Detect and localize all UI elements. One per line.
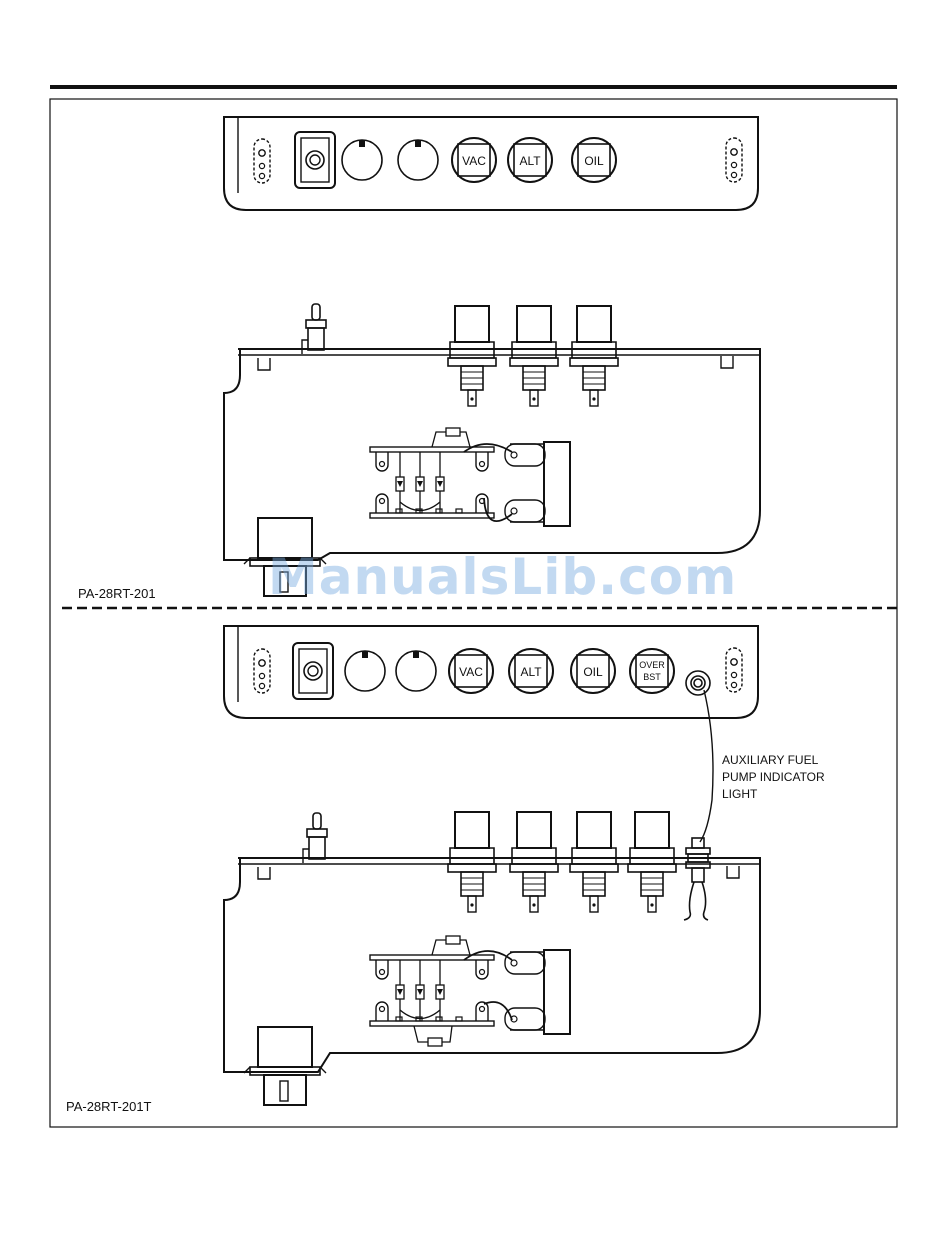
lamp-label-over: OVER xyxy=(639,660,665,670)
lamp-label-vac-bottom: VAC xyxy=(459,665,483,679)
model-label-bottom: PA-28RT-201T xyxy=(66,1099,152,1114)
aux-fuel-pump-light xyxy=(686,671,710,695)
model-label-top: PA-28RT-201 xyxy=(78,586,156,601)
callout-line-1: AUXILIARY FUEL xyxy=(722,752,862,769)
top-front-panel: VAC ALT OIL xyxy=(224,117,758,210)
bottom-front-panel: VAC ALT OIL OVER BST xyxy=(224,626,758,718)
lamp-label-bst: BST xyxy=(643,672,661,682)
figure-frame xyxy=(50,99,897,1127)
callout-leader xyxy=(700,690,713,842)
lamp-label-alt-top: ALT xyxy=(519,154,541,168)
lamp-label-vac-top: VAC xyxy=(462,154,486,168)
watermark: ManualsLib.com xyxy=(268,548,737,606)
aux-fuel-pump-callout: AUXILIARY FUEL PUMP INDICATOR LIGHT xyxy=(722,752,862,803)
lamp-label-oil-bottom: OIL xyxy=(583,665,603,679)
lamp-label-oil-top: OIL xyxy=(584,154,604,168)
bottom-rear-assembly xyxy=(224,812,760,1105)
lamp-label-alt-bottom: ALT xyxy=(520,665,542,679)
callout-line-2: PUMP INDICATOR xyxy=(722,769,862,786)
callout-line-3: LIGHT xyxy=(722,786,862,803)
